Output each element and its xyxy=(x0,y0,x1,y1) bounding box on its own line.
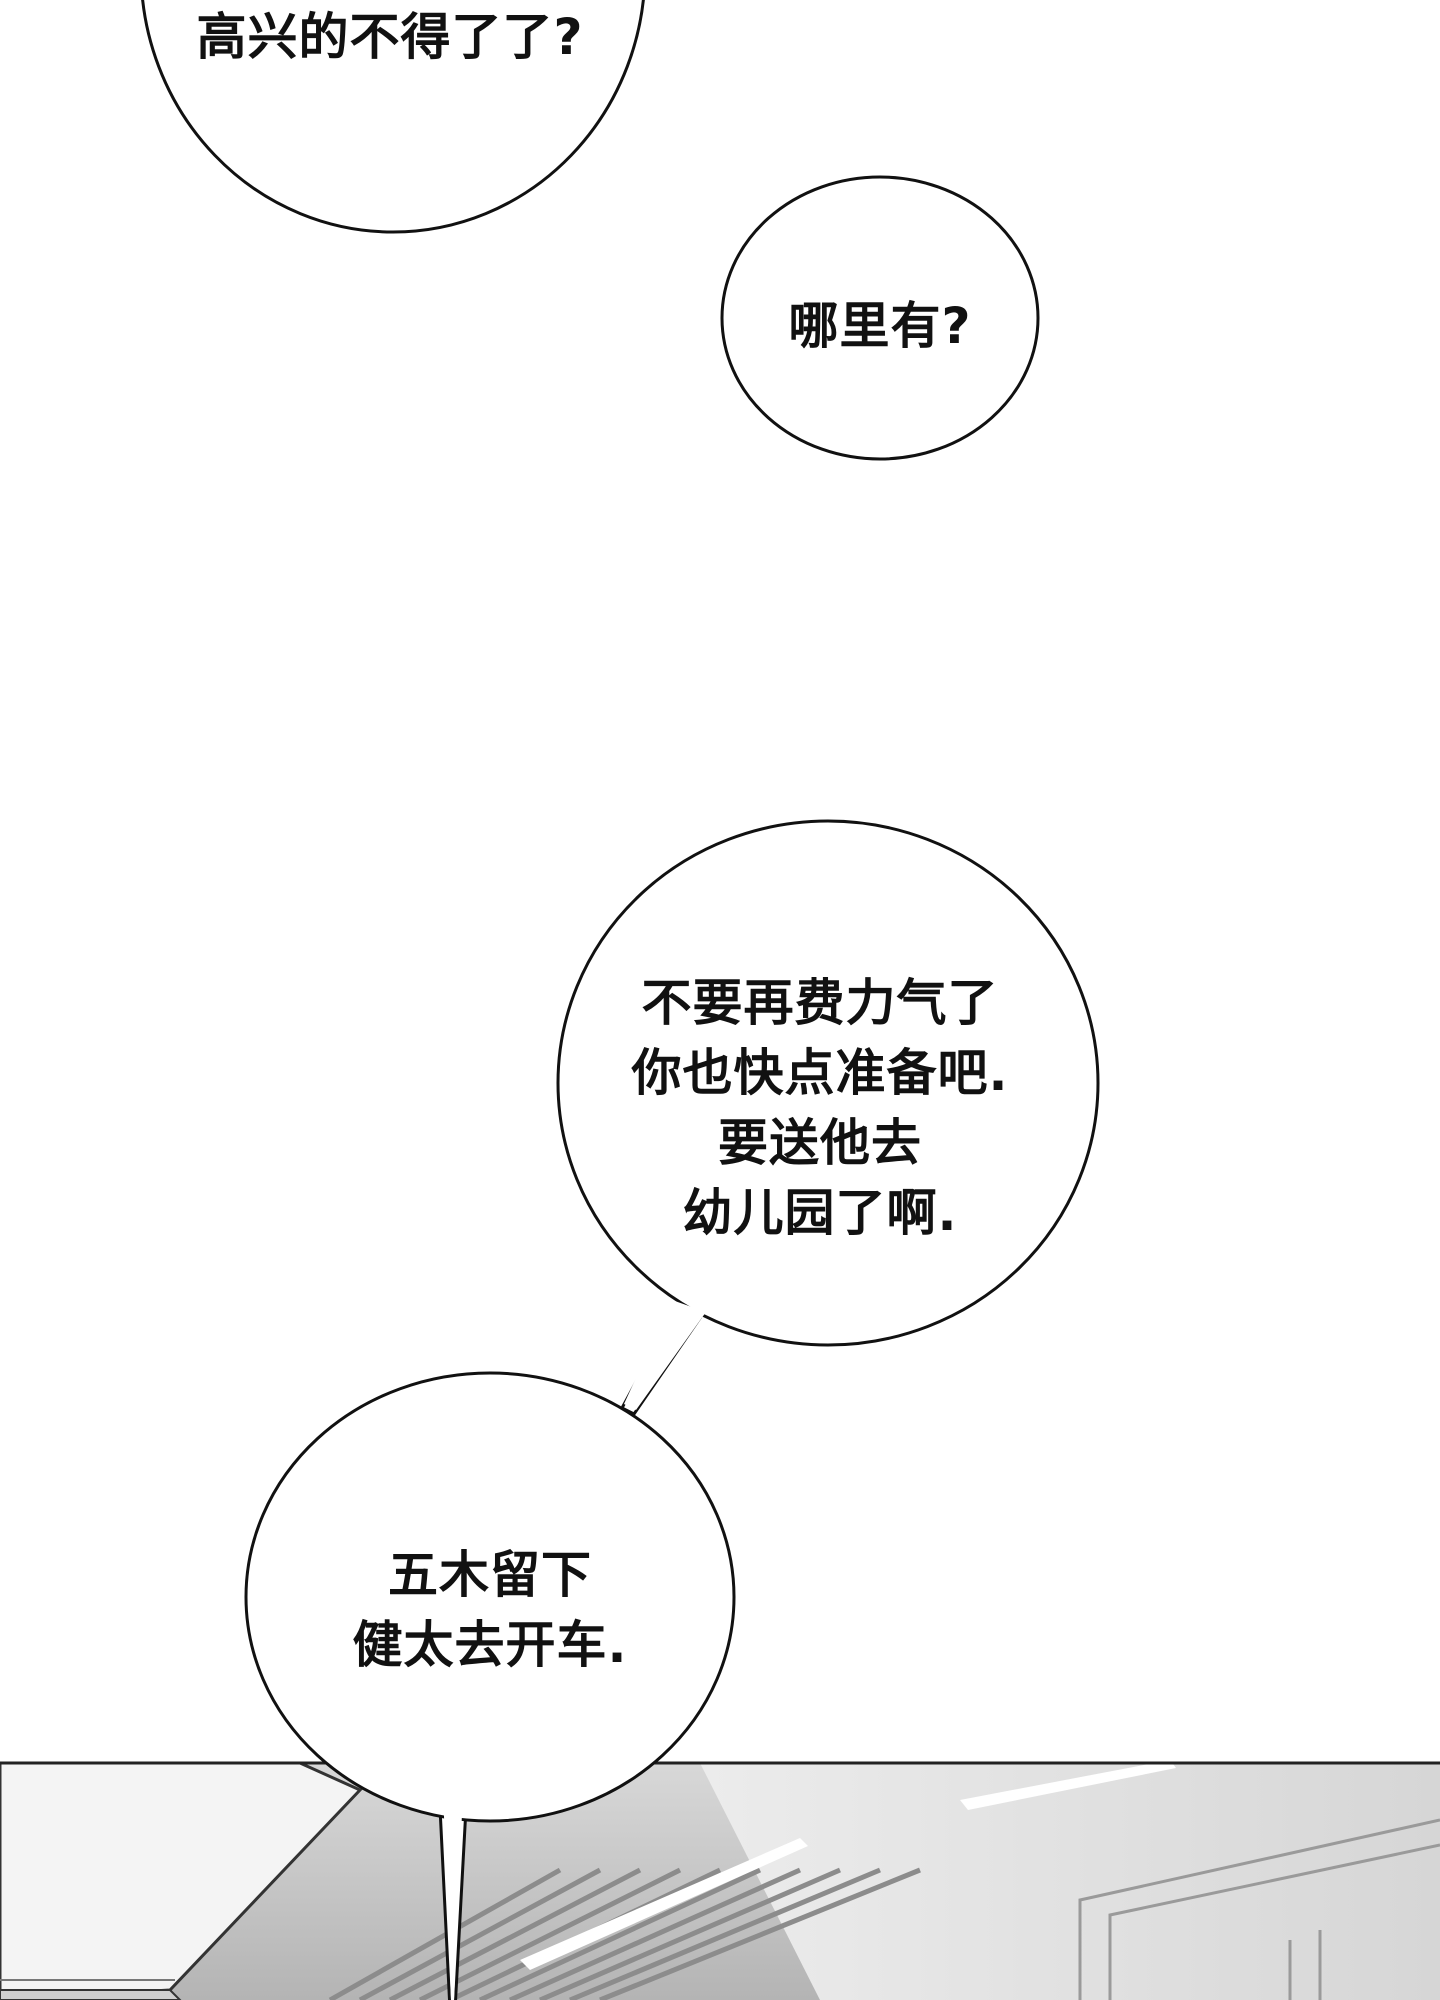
speech-line: 健太去开车. xyxy=(352,1616,628,1674)
speech-line: 你也快点准备吧. xyxy=(631,1044,1009,1102)
speech-text-1: 高兴的不得了了? xyxy=(140,2,640,72)
speech-bubble-4 xyxy=(244,1371,736,2000)
speech-text-4: 五木留下 健太去开车. xyxy=(290,1540,690,1680)
room-scene xyxy=(0,1763,1440,2000)
cabinet-lines xyxy=(1078,1818,1440,2000)
speech-text-2: 哪里有? xyxy=(720,291,1040,361)
speech-line: 五木留下 xyxy=(388,1546,592,1604)
speech-line: 哪里有? xyxy=(788,297,972,355)
speech-bubble-3 xyxy=(556,819,1100,1416)
speech-line: 要送他去 xyxy=(718,1114,922,1172)
speech-line: 幼儿园了啊. xyxy=(682,1184,958,1242)
speech-line: 不要再费力气了 xyxy=(641,974,999,1032)
speech-bubble-1 xyxy=(141,0,645,234)
speech-line: 高兴的不得了了? xyxy=(196,8,584,66)
speech-text-3: 不要再费力气了 你也快点准备吧. 要送他去 幼儿园了啊. xyxy=(560,968,1080,1248)
speech-bubble-2 xyxy=(720,175,1040,461)
